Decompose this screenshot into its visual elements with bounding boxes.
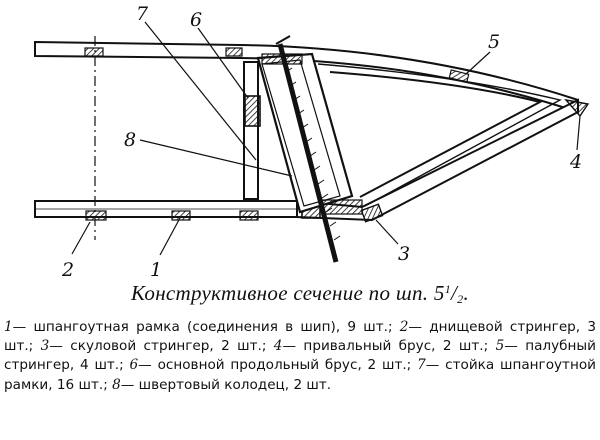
legend-item: 5— палубный стрингер, 4 шт.;: [4, 338, 596, 374]
deck-stringer-left: [84, 47, 104, 57]
frame-web: [329, 71, 543, 198]
bottom-stringer-mid: [171, 210, 191, 221]
centreboard-rod: [277, 43, 339, 263]
bottom-stringer-right: [239, 210, 259, 221]
callout-8: 8: [124, 129, 136, 151]
longitudinal-beam-upper: [244, 95, 261, 127]
bilge-stringer: [360, 203, 384, 223]
callout-4: 4: [569, 151, 582, 173]
legend-item: 4— привальный брус, 2 шт.;: [273, 338, 496, 355]
bottom-stringer-left: [85, 210, 107, 221]
trunk-top-block: [261, 53, 303, 65]
parts-legend: 1— шпангоутная рамка (соединения в шип),…: [4, 318, 596, 395]
callout-7: 7: [136, 3, 149, 25]
callout-2: 2: [61, 259, 74, 281]
legend-item: 3— скуловой стрингер, 2 шт.;: [40, 338, 274, 355]
hull-section-diagram: 1 2 3 4 5 6 7 8: [34, 3, 590, 281]
legend-item: 1— шпангоутная рамка (соединения в шип),…: [4, 319, 400, 335]
caption-frame-num: 1: [444, 282, 452, 296]
caption-frame-whole: 5: [433, 281, 445, 305]
trunk-bottom-block: [321, 199, 363, 215]
callout-1: 1: [150, 259, 162, 281]
callout-5: 5: [488, 31, 500, 53]
legend-item: 2— днищевой стрингер, 3 шт.;: [4, 319, 597, 355]
legend-item: 6— основной продольный брус, 2 шт.;: [129, 357, 418, 374]
caption-text: Конструктивное сечение по шп.: [130, 281, 429, 305]
caption-period: .: [463, 281, 470, 305]
deck-stringer: [448, 69, 470, 83]
legend-item: 7— стойка шпангоутной рамки, 16 шт.;: [4, 357, 597, 393]
caption-frame-den: 2: [457, 292, 464, 306]
callout-6: 6: [190, 9, 202, 31]
callout-3: 3: [398, 243, 410, 265]
deck-stringer-mid: [225, 47, 243, 57]
frame-post: [243, 61, 259, 200]
figure-caption: Конструктивное сечение по шп. 51/2.: [130, 281, 470, 306]
sheer-clamp: [564, 98, 590, 118]
legend-item: 8— швертовый колодец, 2 шт.: [112, 376, 332, 393]
